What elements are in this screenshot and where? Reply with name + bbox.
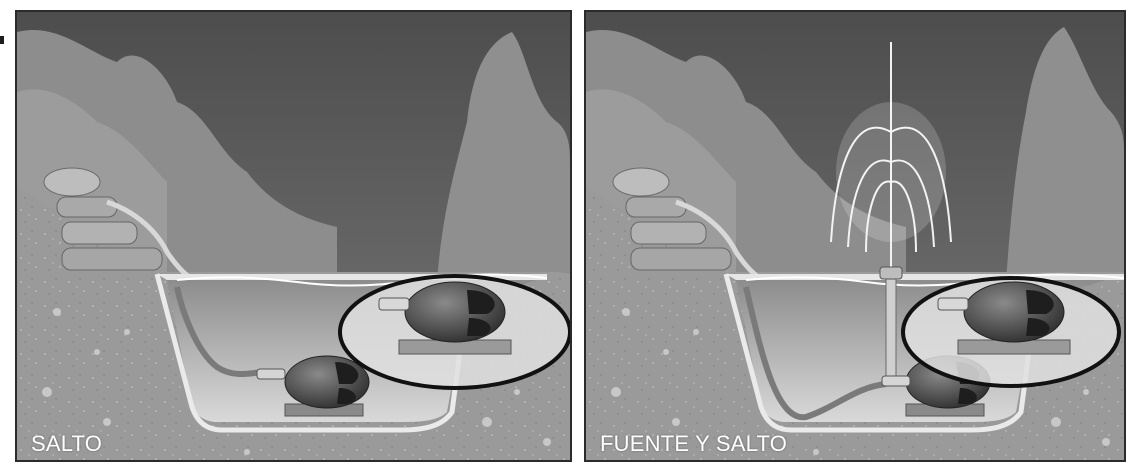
fountain-glow	[836, 102, 946, 242]
waterfall-scene	[17, 12, 570, 460]
panel-fountain-and-waterfall: FUENTE Y SALTO	[584, 10, 1126, 462]
fountain-waterfall-scene	[586, 12, 1124, 460]
fountain-nozzle	[880, 267, 902, 279]
fountain-riser	[886, 274, 896, 384]
caption-salto: SALTO	[31, 432, 102, 456]
caption-fuente-y-salto: FUENTE Y SALTO	[600, 432, 787, 456]
edge-mark	[0, 36, 4, 44]
panel-waterfall: SALTO	[15, 10, 572, 462]
